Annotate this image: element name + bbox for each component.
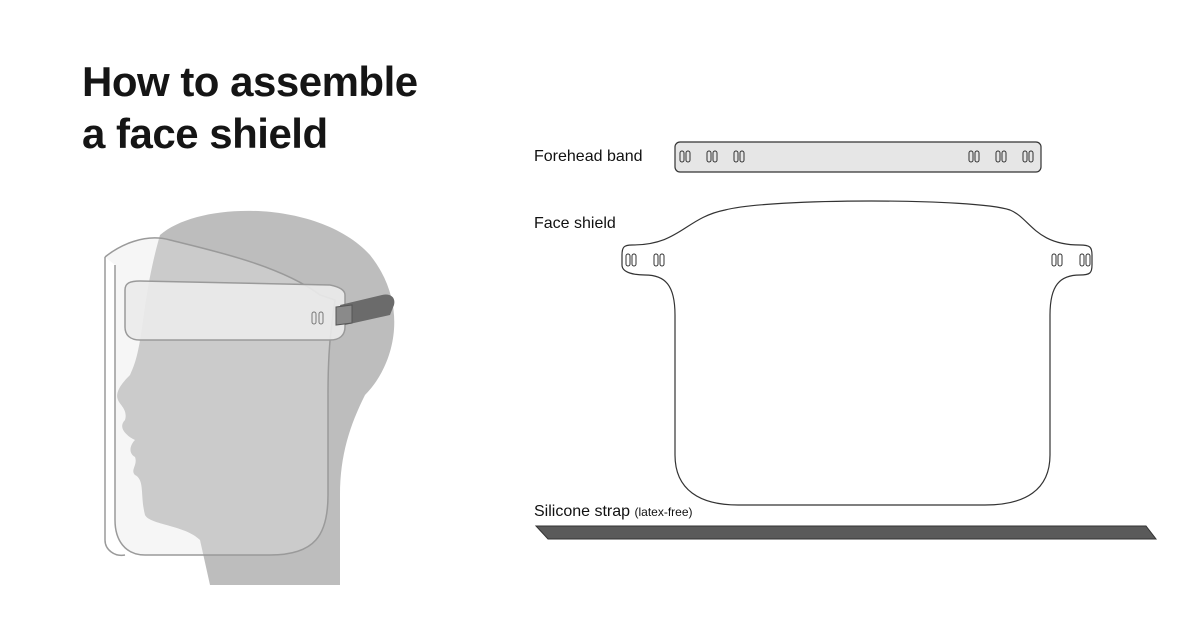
forehead-band-label: Forehead band [534, 148, 643, 165]
slot [1028, 150, 1034, 163]
slot [659, 253, 665, 267]
slot [1057, 253, 1063, 267]
slot [685, 150, 691, 163]
title-line-2: a face shield [82, 110, 328, 157]
page-title: How to assemble a face shield [82, 56, 512, 160]
forehead-band-shape [674, 141, 1042, 173]
slot [653, 253, 659, 267]
assembled-silicone-strap [340, 294, 395, 325]
slot [631, 253, 637, 267]
face-shield-shape [621, 200, 1093, 506]
slot [712, 150, 718, 163]
slot [1022, 150, 1028, 163]
forehead-band-slots [679, 150, 1034, 163]
assembled-forehead-band [124, 280, 346, 341]
silicone-strap-note: (latex-free) [634, 505, 693, 519]
slot [679, 150, 685, 163]
slot [625, 253, 631, 267]
silicone-strap-shape [534, 525, 1158, 540]
slot [1085, 253, 1091, 267]
face-shield-slots [625, 253, 1091, 267]
strap-buckle [335, 304, 353, 326]
band-slot [311, 311, 317, 325]
slot [1051, 253, 1057, 267]
slot [1001, 150, 1007, 163]
face-shield-label: Face shield [534, 215, 616, 232]
slot [739, 150, 745, 163]
flat-parts-diagram [534, 141, 1158, 540]
silicone-strap-name: Silicone strap [534, 503, 631, 520]
slot [706, 150, 712, 163]
assembled-face-shield-illustration [104, 210, 395, 585]
slot [995, 150, 1001, 163]
silicone-strap-label: Silicone strap (latex-free) [534, 503, 693, 521]
title-line-1: How to assemble [82, 58, 418, 105]
slot [1079, 253, 1085, 267]
slot [968, 150, 974, 163]
slot [733, 150, 739, 163]
slot [974, 150, 980, 163]
band-slot [318, 311, 324, 325]
shield-front-edge [104, 257, 126, 557]
